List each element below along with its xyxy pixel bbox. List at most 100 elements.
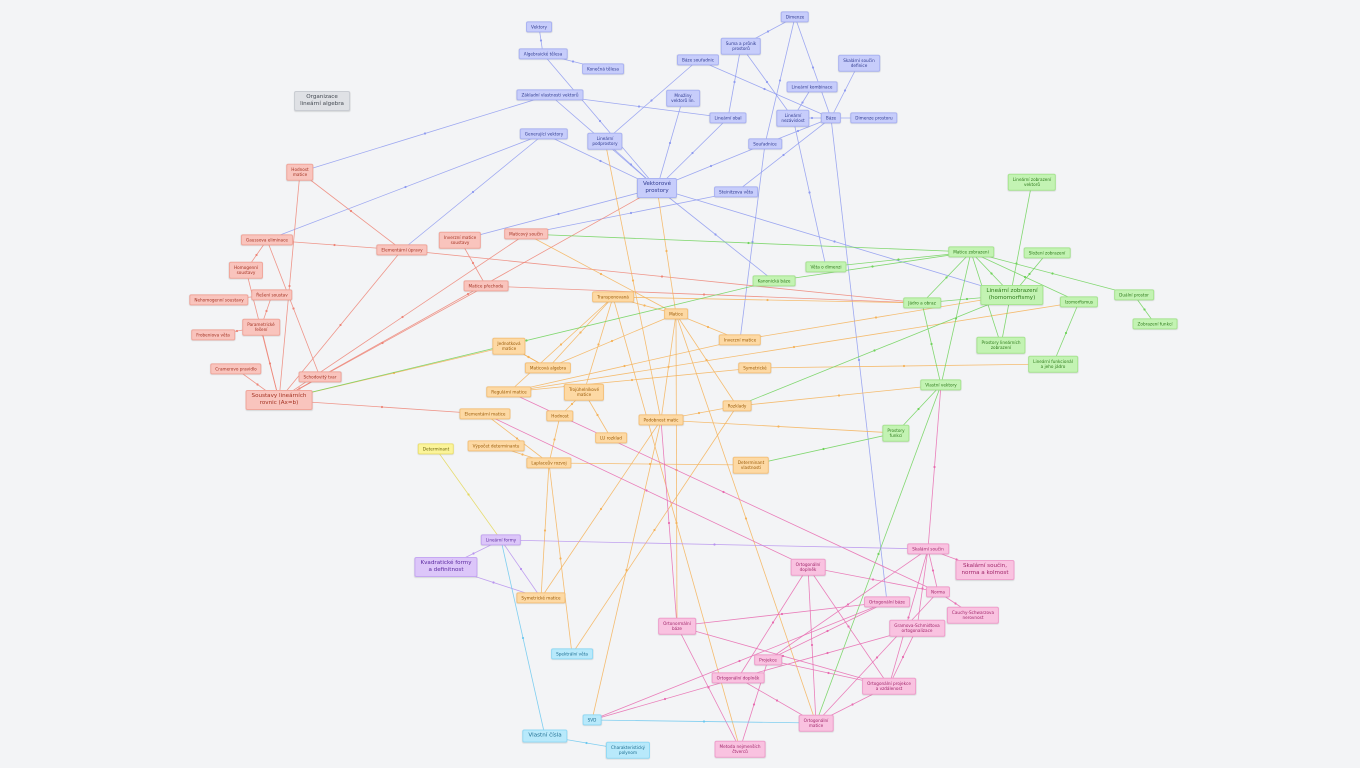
node-zobrazeni-funkci[interactable]: Zobrazení funkcí <box>1132 318 1178 330</box>
edge-arrow-maticova-algebra-jednotkova <box>527 355 530 359</box>
node-symetricke[interactable]: Symetrické <box>738 362 772 374</box>
node-jednotkova[interactable]: Jednotková matice <box>492 337 526 355</box>
node-linearni-zobrazeni[interactable]: Lineární zobrazení (homomorfismy) <box>980 285 1044 305</box>
node-lu-rozklad[interactable]: LU rozklad <box>595 432 627 444</box>
node-konecna-telesa[interactable]: Konečná tělesa <box>582 63 624 75</box>
node-zakladni-vlastnosti-vektoru[interactable]: Základní vlastnosti vektorů <box>516 89 584 101</box>
node-linearni-zobrazeni-vektory[interactable]: Lineární zobrazení vektorů <box>1007 173 1057 191</box>
node-prostory-linearnich[interactable]: Prostory lineárních zobrazení <box>976 336 1026 354</box>
node-projekce[interactable]: Projekce <box>754 654 782 666</box>
node-trojuhelnikove[interactable]: Trojúhelníkové matice <box>563 383 605 401</box>
node-gaussova-eliminace[interactable]: Gaussova eliminace <box>240 234 294 246</box>
node-linearni-formy[interactable]: Lineární formy <box>480 534 522 546</box>
node-inverzni-matice-soustavy[interactable]: Inverzní matice soustavy <box>438 231 482 249</box>
edge-arrow-homogenni-soustavy-gaussova-eliminace <box>255 253 258 257</box>
node-jadro-obraz[interactable]: Jádro a obraz <box>903 297 941 309</box>
node-vlastni-vektory[interactable]: Vlastní vektory <box>920 379 962 391</box>
edge-arrow-inverzni-matice-linearni-zobrazeni <box>874 316 878 319</box>
node-linearni-podprostory[interactable]: Lineární podprostory <box>587 132 623 150</box>
node-baze-souradnic[interactable]: Báze souřadnic <box>676 54 720 66</box>
node-elementarni-matice[interactable]: Elementární matice <box>459 408 511 420</box>
node-parametricke-reseni[interactable]: Parametrické řešení <box>242 318 280 336</box>
edge-arrow-symetricke-linearni-funkcional <box>902 364 906 368</box>
node-frobeniova-veta[interactable]: Frobeniova věta <box>191 329 235 341</box>
node-laplaceuv-rozvoj[interactable]: Laplaceův rozvoj <box>526 457 572 469</box>
node-baze[interactable]: Báze <box>820 112 842 124</box>
node-svd[interactable]: SVD <box>582 714 602 726</box>
node-nezavislost[interactable]: Lineární nezávislost <box>776 109 810 127</box>
node-determinant-vlastnosti[interactable]: Determinant vlastnosti <box>732 456 770 474</box>
node-dualni-prostor[interactable]: Duální prostor <box>1114 289 1154 301</box>
node-vlastni-cisla[interactable]: Vlastní čísla <box>522 729 568 743</box>
node-vetu-o-dimenzi[interactable]: Věta o dimenzi <box>805 261 847 273</box>
node-podobnost-matic[interactable]: Podobnost matic <box>638 414 684 426</box>
node-matice-zobrazeni[interactable]: Matice zobrazení <box>948 246 994 258</box>
node-rozklady[interactable]: Rozklady <box>722 400 752 412</box>
node-skalarni-soucin-normy[interactable]: Skalární součin, norma a kolmost <box>955 560 1015 580</box>
node-dimenze[interactable]: Dimenze prostoru <box>850 112 898 124</box>
edge-arrow-dualni-prostor-zobrazeni-funkci <box>1143 308 1146 311</box>
node-reseni-soustav[interactable]: Řešení soustav <box>251 289 293 301</box>
node-transponovana[interactable]: Transponovaná <box>592 291 634 303</box>
node-symetricke-matice[interactable]: Symetrické matice <box>516 592 566 604</box>
node-cramerovo-pravidlo[interactable]: Cramerovo pravidlo <box>210 363 262 375</box>
node-matice-prechodu[interactable]: Matice přechodu <box>463 280 509 292</box>
node-ortogonalni-projekce[interactable]: Ortogonální projekce a vzdálenost <box>862 677 916 695</box>
node-vektorove-prostory[interactable]: Vektorové prostory <box>636 178 678 198</box>
node-nehomogenni-soustavy[interactable]: Nehomogenní soustavy <box>189 294 249 306</box>
node-skalarni-soucin[interactable]: Skalární součin <box>907 543 949 555</box>
node-izomorfismus[interactable]: Izomorfismus <box>1059 296 1099 308</box>
node-slozeni-zobrazeni[interactable]: Složení zobrazení <box>1023 247 1071 259</box>
node-kanonicka-baze[interactable]: Kanonická báze <box>752 275 796 287</box>
node-maticove-soucin[interactable]: Maticový součin <box>504 228 548 240</box>
node-maticova-algebra[interactable]: Maticová algebra <box>524 362 572 374</box>
node-linearni-kombinace[interactable]: Lineární kombinace <box>786 81 838 93</box>
edge-arrow-ortogonalni-doplnek-norma <box>871 578 875 581</box>
node-ortogonalni-matice[interactable]: Ortogonální matice <box>798 714 834 732</box>
edge-arrow-hodnost-laplaceuv-rozvoj <box>553 438 556 441</box>
node-homogenni-soustavy[interactable]: Homogenní soustavy <box>228 261 264 279</box>
node-gram-schmidt[interactable]: Gramova-Schmidtova ortogonalizace <box>889 619 945 637</box>
node-generujici-vektory[interactable]: Generující vektory <box>519 128 569 140</box>
node-vypocet-determinantu[interactable]: Výpočet determinantu <box>467 440 525 452</box>
node-norma[interactable]: Norma <box>926 586 950 598</box>
node-linearni-obal[interactable]: Lineární obal <box>709 112 747 124</box>
node-prostory-funkci[interactable]: Prostory funkcí <box>882 424 910 442</box>
node-algebraicke-telesa[interactable]: Algebraické tělesa <box>518 48 568 60</box>
node-vektory[interactable]: Vektory <box>526 21 552 33</box>
node-kvadraticke-formy[interactable]: Kvadratické formy a definitnost <box>414 557 478 577</box>
edge-arrow-elementarni-upravy-jadro-obraz <box>660 275 664 278</box>
node-hodnost-matice[interactable]: Hodnost matice <box>286 163 314 181</box>
node-matice[interactable]: Matice <box>664 308 688 320</box>
edge-arrow-transponovana-regularni-matice <box>559 343 563 346</box>
edge-arrow-inverzni-matice-regularni-matice <box>623 364 626 368</box>
node-ortogonalni-baze[interactable]: Ortogonální báze <box>864 596 910 608</box>
node-cauchy-schwarz[interactable]: Cauchy-Schwarzova nerovnost <box>946 606 1000 624</box>
node-steinitzova-veta[interactable]: Steinitzova věta <box>714 186 758 198</box>
edge-arrow-matice-inverzni-matice <box>706 325 710 329</box>
node-dimenze-vektoru[interactable]: Dimenze <box>780 11 810 23</box>
node-linearni-funkcional[interactable]: Lineární funkcionál a jeho jádro <box>1028 355 1078 373</box>
node-spektralni-veta[interactable]: Spektrální věta <box>551 648 593 660</box>
edge-arrow-vektorove-prostory-matice <box>665 249 668 253</box>
edge-arrow-norma-cauchy-schwarz <box>954 602 957 605</box>
node-schodovity-tvar[interactable]: Schodovitý tvar <box>298 371 342 383</box>
node-inverzni-matice[interactable]: Inverzní matice <box>718 334 762 346</box>
node-ortogonalni-doplnek2[interactable]: Ortogonální doplněk <box>711 672 765 684</box>
edge-arrow-trojuhelnikove-hodnost <box>570 402 574 406</box>
node-ortonormalni[interactable]: Ortonormální báze <box>658 617 696 635</box>
edge-arrow-transponovana-metoda-nejmensich <box>675 521 678 525</box>
node-hodnost[interactable]: Hodnost <box>546 410 574 422</box>
edge-arrow-souradnice-inverzni-matice <box>751 240 754 244</box>
node-suma-prostoru[interactable]: Suma a průnik prostorů <box>720 37 762 55</box>
node-skalarni-soucin-def[interactable]: Skalární součin definice <box>838 54 880 72</box>
node-souradnice[interactable]: Souřadnice <box>748 138 782 150</box>
node-metoda-nejmensich[interactable]: Metoda nejmenších čtverců <box>714 740 766 758</box>
node-charakteristicky[interactable]: Charakteristický polynom <box>605 741 651 759</box>
node-regularni-matice[interactable]: Regulární matice <box>486 386 532 398</box>
node-ortogonalni-doplnek[interactable]: Ortogonální doplněk <box>790 558 826 576</box>
node-determinant[interactable]: Determinant <box>417 443 455 455</box>
node-elementarni-upravy[interactable]: Elementární úpravy <box>376 244 428 256</box>
node-mnoziny-vektoru[interactable]: Množiny vektorů lin. <box>666 89 700 107</box>
node-soustavy-rovnic[interactable]: Soustavy lineárních rovnic (Ax=b) <box>245 390 313 410</box>
